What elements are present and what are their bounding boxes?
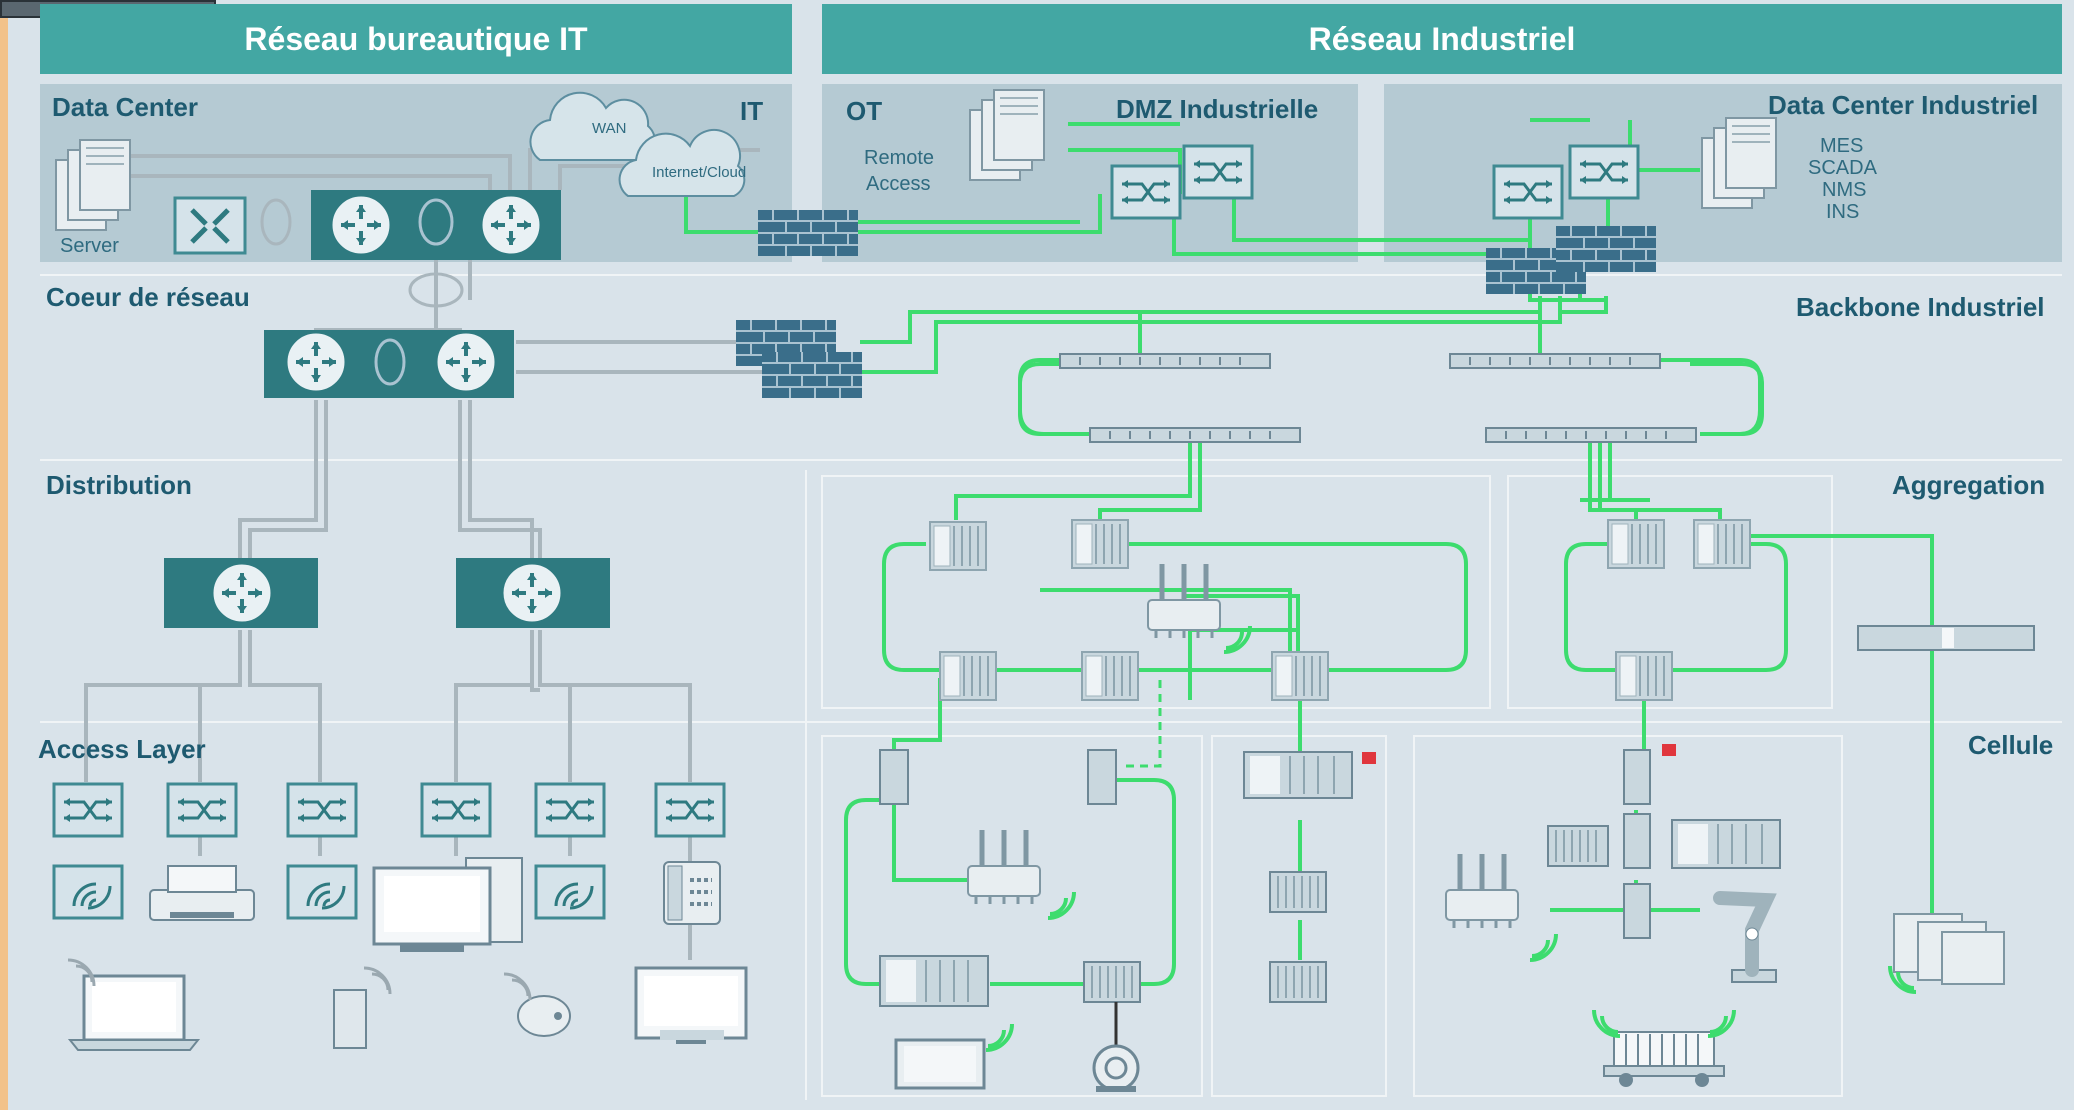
cell-plc-icon xyxy=(1243,751,1353,799)
header-industrial-network: Réseau Industriel xyxy=(822,4,2062,74)
backbone-switch-icon xyxy=(1485,427,1697,443)
cell-switch-icon xyxy=(1623,749,1651,805)
industrial-server-icon xyxy=(1701,117,1777,209)
backbone-switch-icon xyxy=(1449,353,1661,369)
aggregation-switch-icon xyxy=(1615,651,1673,701)
router-icon xyxy=(434,330,498,394)
access-switch-icon xyxy=(52,782,124,838)
remote-access-label-line1: Remote xyxy=(864,147,935,169)
zone-label-data-center: Data Center xyxy=(52,92,198,122)
internet-cloud-label: Internet/Cloud xyxy=(652,164,747,181)
firewall-icon xyxy=(757,209,859,257)
cell-plc-icon xyxy=(1671,819,1781,869)
cell-access-point-icon xyxy=(1446,854,1518,928)
aggregation-switch-icon xyxy=(1081,651,1139,701)
server-label: Server xyxy=(60,235,119,257)
access-switch-icon xyxy=(420,782,492,838)
aggregation-switch-icon xyxy=(1693,519,1751,569)
router-icon xyxy=(210,561,274,625)
laptop-icon xyxy=(67,974,201,1051)
agv-cart-icon xyxy=(1603,1031,1725,1087)
motor-icon xyxy=(1092,1002,1140,1092)
access-point-icon xyxy=(286,864,358,920)
cell-plc-icon xyxy=(879,955,989,1007)
ins-label: INS xyxy=(1826,201,1860,223)
left-edge-stripe xyxy=(0,0,8,1110)
router-icon xyxy=(479,193,543,257)
scada-label: SCADA xyxy=(1808,157,1877,179)
it-links xyxy=(84,148,770,960)
nms-label: NMS xyxy=(1822,179,1867,201)
aggregation-switch-icon xyxy=(1071,519,1129,569)
internet-cloud-icon xyxy=(618,129,746,197)
dmz-switch-icon xyxy=(1110,164,1182,220)
ip-phone-icon xyxy=(663,861,721,925)
cell-switch-icon xyxy=(1087,749,1117,805)
access-switch-icon xyxy=(534,782,606,838)
robot-arm-icon xyxy=(1713,891,1777,983)
router-icon xyxy=(500,561,564,625)
router-icon xyxy=(329,193,393,257)
aggregation-switch-icon xyxy=(1607,519,1665,569)
mobile-device-icon xyxy=(333,989,367,1049)
dmz-server-icon xyxy=(969,89,1045,181)
access-switch-icon xyxy=(166,782,238,838)
aggregation-switch-icon xyxy=(939,651,997,701)
io-module-icon xyxy=(1083,961,1141,1003)
industrial-switch-icon xyxy=(1492,164,1564,220)
wireless-controller-icon xyxy=(173,196,247,255)
sensor-icon xyxy=(517,995,571,1037)
io-module-icon xyxy=(1547,825,1609,867)
hmi-panel-icon xyxy=(894,1038,986,1090)
wan-cloud-icon xyxy=(529,91,657,161)
mes-label: MES xyxy=(1820,135,1864,157)
access-point-icon xyxy=(52,864,124,920)
zone-label-data-center-industrial: Data Center Industriel xyxy=(1768,90,2039,120)
cell-switch-icon xyxy=(1623,883,1651,939)
remote-access-label-line2: Access xyxy=(866,173,931,195)
access-switch-icon xyxy=(654,782,726,838)
remote-io-icon xyxy=(1893,913,2005,985)
firewall-icon xyxy=(761,351,863,399)
zone-label-it: IT xyxy=(740,96,764,126)
firewall-icon xyxy=(1555,225,1657,273)
access-point-icon xyxy=(534,864,606,920)
zone-label-core: Coeur de réseau xyxy=(46,282,250,312)
zone-label-access-layer: Access Layer xyxy=(38,734,206,764)
cell-switch-icon xyxy=(879,749,909,805)
status-flag-icon xyxy=(1662,744,1676,756)
aggregation-switch-icon xyxy=(929,521,987,571)
wireless-access-point-icon xyxy=(1148,564,1220,638)
zone-label-dmz: DMZ Industrielle xyxy=(1116,94,1319,124)
monitor-icon xyxy=(634,966,748,1044)
cell-switch-icon xyxy=(1623,813,1651,869)
industrial-switch-icon xyxy=(1568,144,1640,200)
zone-label-aggregation: Aggregation xyxy=(1892,470,2046,500)
zone-label-ot: OT xyxy=(846,96,883,126)
io-module-icon xyxy=(1269,961,1327,1003)
zone-label-backbone: Backbone Industriel xyxy=(1796,292,2045,322)
backbone-switch-icon xyxy=(1059,353,1271,369)
wan-label: WAN xyxy=(592,120,627,137)
server-icon xyxy=(55,139,131,231)
access-switch-icon xyxy=(286,782,358,838)
printer-icon xyxy=(149,865,255,921)
desktop-computer-icon xyxy=(372,857,523,952)
status-flag-icon xyxy=(1362,752,1376,764)
io-module-icon xyxy=(1269,871,1327,913)
dmz-switch-icon xyxy=(1182,144,1254,200)
aggregation-switch-icon xyxy=(1271,651,1329,701)
zone-label-distribution: Distribution xyxy=(46,470,192,500)
cell-access-point-icon xyxy=(968,830,1040,904)
zone-label-cell: Cellule xyxy=(1968,730,2054,760)
router-icon xyxy=(284,330,348,394)
backbone-switch-icon xyxy=(1089,427,1301,443)
header-it-network: Réseau bureautique IT xyxy=(40,4,792,74)
